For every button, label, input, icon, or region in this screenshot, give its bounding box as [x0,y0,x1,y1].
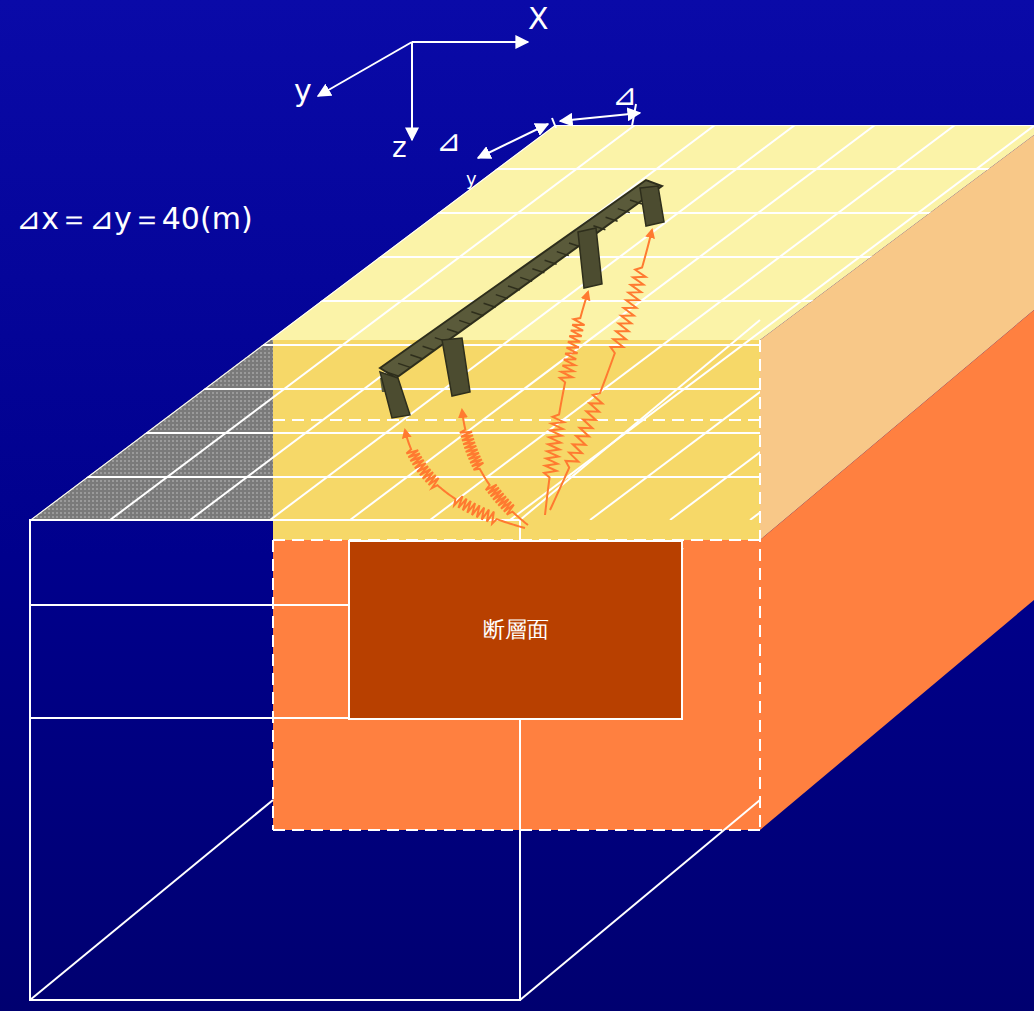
axis-label: y [294,76,312,106]
dimension-subscript: y [466,170,477,188]
analysis-region [273,340,760,540]
dimension-arrows [478,104,640,158]
truss-member [410,355,422,359]
truss-member [532,269,544,273]
grid-line [510,125,1034,520]
bridge [380,180,664,418]
axis-label: z [392,134,407,162]
box-outline [30,320,760,1000]
grid-line [670,125,1034,520]
grid-line [350,125,875,520]
truss-member [459,320,471,324]
seismic-waves [405,230,652,528]
grid-line [0,476,1034,478]
seismic-wave [460,410,528,525]
grid-line [0,344,1034,346]
truss-member [520,277,532,281]
truss-member [496,295,508,299]
seismic-wave [550,230,652,510]
grid-line [110,125,635,520]
grid-line [190,125,715,520]
grid-line [0,388,1034,390]
seismic-wave [544,292,588,515]
truss-member [398,363,410,367]
grid-line [0,124,1034,126]
grid-line [0,256,1034,258]
grid-line [750,125,1034,520]
surface-grid [0,125,1034,521]
truss-member [618,209,630,213]
truss-member [508,286,520,290]
coordinate-axes [318,42,528,140]
fault-label: 断層面 [483,615,549,645]
grid-line [270,125,795,520]
fault-plane: 断層面 [348,540,683,720]
front-face [273,540,760,830]
grid-line [0,168,1034,170]
grid-line [0,300,1034,302]
grid-line [830,125,1034,520]
grid-line [910,125,1034,520]
truss-member [557,252,569,256]
dimension-label: ⊿ [612,80,637,110]
grid-spacing-note: ⊿x＝⊿y＝40(m) [16,204,253,234]
truss-member [447,329,459,333]
truss-member [630,200,642,204]
truss-member [484,303,496,307]
truss-member [471,312,483,316]
axis-label: X [528,4,549,34]
truss-member [545,260,557,264]
dimension-label: ⊿ [436,126,461,156]
truss-member [606,217,618,221]
truss-member [423,346,435,350]
grid-line [430,125,955,520]
region-dashed-outline [273,340,760,830]
grid-line [0,432,1034,434]
side-face [760,310,1034,830]
